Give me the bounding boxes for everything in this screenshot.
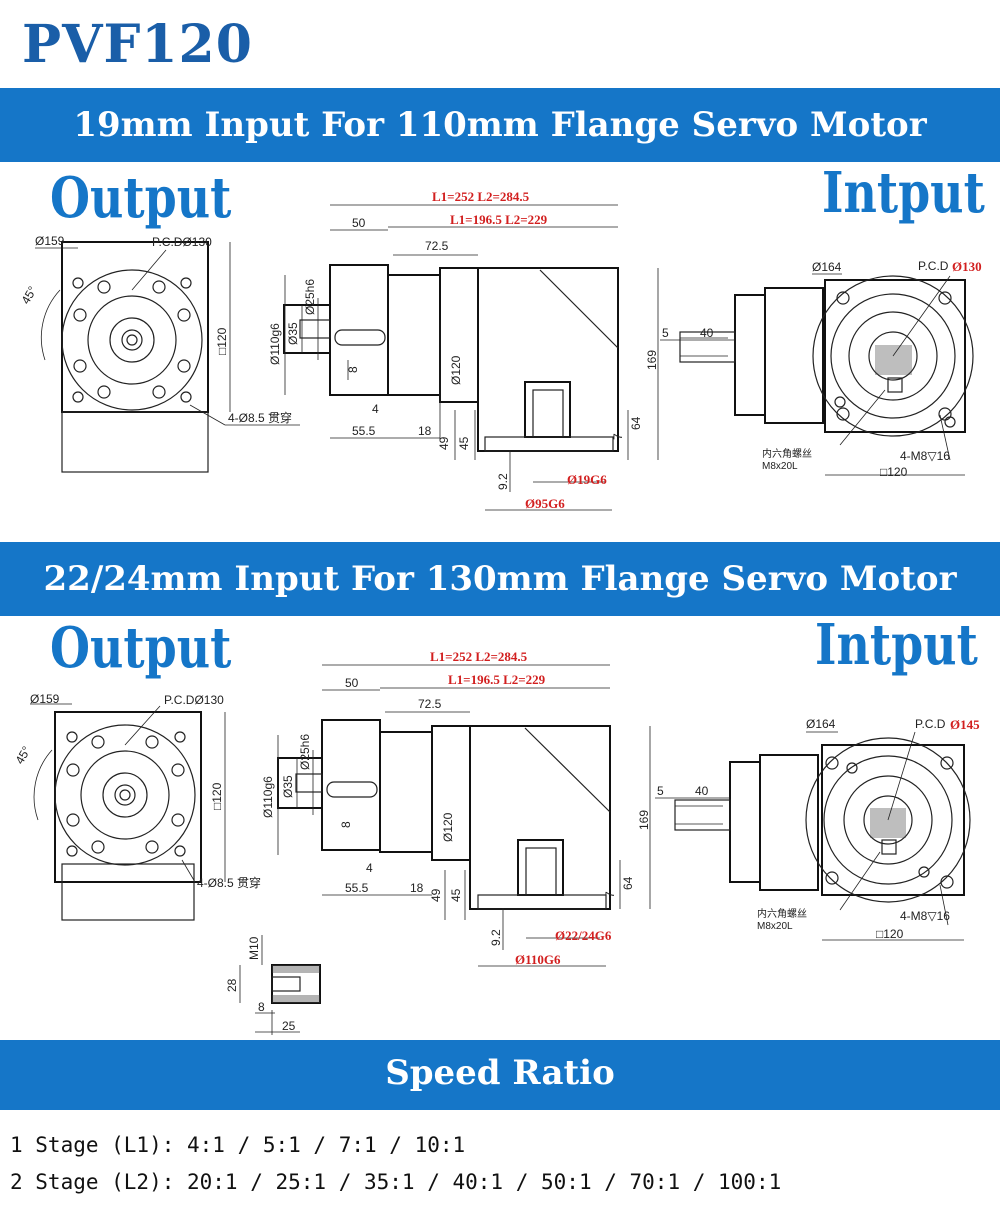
output1-holes: 4-Ø8.5 贯穿 bbox=[228, 410, 292, 425]
side1-d4: 4 bbox=[372, 402, 379, 416]
input2-d5: 5 bbox=[657, 784, 664, 798]
side1-d64: 64 bbox=[629, 416, 643, 430]
output1-od: Ø159 bbox=[35, 234, 65, 248]
input1-od: Ø164 bbox=[812, 260, 842, 274]
section2-drawings: Ø159 P.C.DØ130 45° □120 4-Ø8.5 贯穿 L1=252… bbox=[12, 649, 980, 1035]
output2-pcd: P.C.DØ130 bbox=[164, 693, 224, 707]
side2-d35: Ø35 bbox=[281, 775, 295, 798]
side2-key8: 8 bbox=[339, 821, 353, 828]
side1-d110: Ø110g6 bbox=[268, 323, 282, 365]
side2-d120: Ø120 bbox=[441, 812, 455, 842]
output2-holes: 4-Ø8.5 贯穿 bbox=[197, 875, 261, 890]
side1-d92: 9.2 bbox=[496, 473, 510, 490]
side1-d35: Ø35 bbox=[286, 322, 300, 345]
section2-output-label: Output bbox=[50, 615, 232, 681]
side2-d169: 169 bbox=[637, 810, 651, 830]
input2-square: □120 bbox=[876, 927, 904, 941]
side1-d25: Ø25h6 bbox=[303, 279, 317, 315]
input-face-view-1 bbox=[660, 273, 974, 476]
section2-banner: 22/24mm Input For 130mm Flange Servo Mot… bbox=[0, 542, 1000, 616]
side1-d72: 72.5 bbox=[425, 239, 449, 253]
input1-screw2: M8x20L bbox=[762, 461, 798, 472]
section1-input-label: Intput bbox=[822, 160, 985, 226]
output-face-view-1 bbox=[35, 241, 300, 473]
input1-pcd-value: Ø130 bbox=[952, 259, 982, 274]
input1-d5: 5 bbox=[662, 326, 669, 340]
side2-d64: 64 bbox=[621, 876, 635, 890]
output1-square: □120 bbox=[215, 327, 229, 355]
side1-d55: 55.5 bbox=[352, 424, 376, 438]
tapped-hole-detail bbox=[239, 935, 321, 1035]
section1-drawings: Ø159 P.C.DØ130 45° □120 4-Ø8.5 贯穿 L bbox=[18, 189, 982, 511]
input1-screw1: 内六角螺丝 bbox=[762, 447, 812, 460]
detail-thread: M10 bbox=[247, 936, 261, 960]
side1-d50: 50 bbox=[352, 216, 366, 230]
side2-d25: Ø25h6 bbox=[298, 734, 312, 770]
side-view-1 bbox=[283, 204, 659, 511]
input1-holes: 4-M8▽16 bbox=[900, 449, 950, 463]
input1-pcd-prefix: P.C.D bbox=[918, 259, 949, 273]
side2-d49: 49 bbox=[429, 888, 443, 902]
output2-square: □120 bbox=[210, 782, 224, 810]
side1-d18: 18 bbox=[418, 424, 432, 438]
detail-d28: 28 bbox=[225, 978, 239, 992]
section1-output-label: Output bbox=[50, 165, 232, 231]
side2-d4: 4 bbox=[366, 861, 373, 875]
input1-d40: 40 bbox=[700, 326, 714, 340]
side2-d7: 7 bbox=[603, 891, 617, 898]
side1-l-total: L1=252 L2=284.5 bbox=[432, 189, 530, 204]
output-face-view-2 bbox=[30, 703, 226, 921]
section1-banner: 19mm Input For 110mm Flange Servo Motor bbox=[0, 88, 1000, 162]
side2-d45: 45 bbox=[449, 888, 463, 902]
detail-d25: 25 bbox=[282, 1019, 296, 1033]
input-face-view-2 bbox=[655, 731, 971, 941]
side1-spigot: Ø95G6 bbox=[525, 496, 565, 511]
side2-l-body: L1=196.5 L2=229 bbox=[448, 672, 546, 687]
output2-angle: 45° bbox=[12, 744, 33, 767]
input2-holes: 4-M8▽16 bbox=[900, 909, 950, 923]
input2-d40: 40 bbox=[695, 784, 709, 798]
input2-screw1: 内六角螺丝 bbox=[757, 907, 807, 920]
side2-d55: 55.5 bbox=[345, 881, 369, 895]
speed-stage-1: 1 Stage (L1): 4:1 / 5:1 / 7:1 / 10:1 bbox=[10, 1133, 466, 1157]
side1-d169: 169 bbox=[645, 350, 659, 370]
side2-spigot: Ø110G6 bbox=[515, 952, 561, 967]
input2-screw2: M8x20L bbox=[757, 921, 793, 932]
side1-d7: 7 bbox=[611, 433, 625, 440]
speed-ratio-banner: Speed Ratio bbox=[0, 1040, 1000, 1110]
side2-d92: 9.2 bbox=[489, 929, 503, 946]
input2-od: Ø164 bbox=[806, 717, 836, 731]
side1-d120: Ø120 bbox=[449, 355, 463, 385]
output2-od: Ø159 bbox=[30, 692, 60, 706]
input2-pcd-value: Ø145 bbox=[950, 717, 980, 732]
side1-d45: 45 bbox=[457, 436, 471, 450]
side1-l-body: L1=196.5 L2=229 bbox=[450, 212, 548, 227]
output1-angle: 45° bbox=[18, 284, 39, 307]
side-view-2 bbox=[277, 664, 651, 967]
side2-d50: 50 bbox=[345, 676, 359, 690]
side2-d72: 72.5 bbox=[418, 697, 442, 711]
side2-l-total: L1=252 L2=284.5 bbox=[430, 649, 528, 664]
input1-square: □120 bbox=[880, 465, 908, 479]
side1-bore: Ø19G6 bbox=[567, 472, 607, 487]
detail-d8: 8 bbox=[258, 1000, 265, 1014]
side2-d110: Ø110g6 bbox=[261, 776, 275, 818]
input2-pcd-prefix: P.C.D bbox=[915, 717, 946, 731]
page-title: PVF120 bbox=[22, 14, 253, 75]
speed-stage-2: 2 Stage (L2): 20:1 / 25:1 / 35:1 / 40:1 … bbox=[10, 1170, 782, 1194]
side1-d49: 49 bbox=[437, 436, 451, 450]
side2-d18: 18 bbox=[410, 881, 424, 895]
side1-key8: 8 bbox=[346, 366, 360, 373]
side2-bore: Ø22/24G6 bbox=[555, 928, 612, 943]
section2-input-label: Intput bbox=[815, 612, 978, 678]
output1-pcd: P.C.DØ130 bbox=[152, 235, 212, 249]
